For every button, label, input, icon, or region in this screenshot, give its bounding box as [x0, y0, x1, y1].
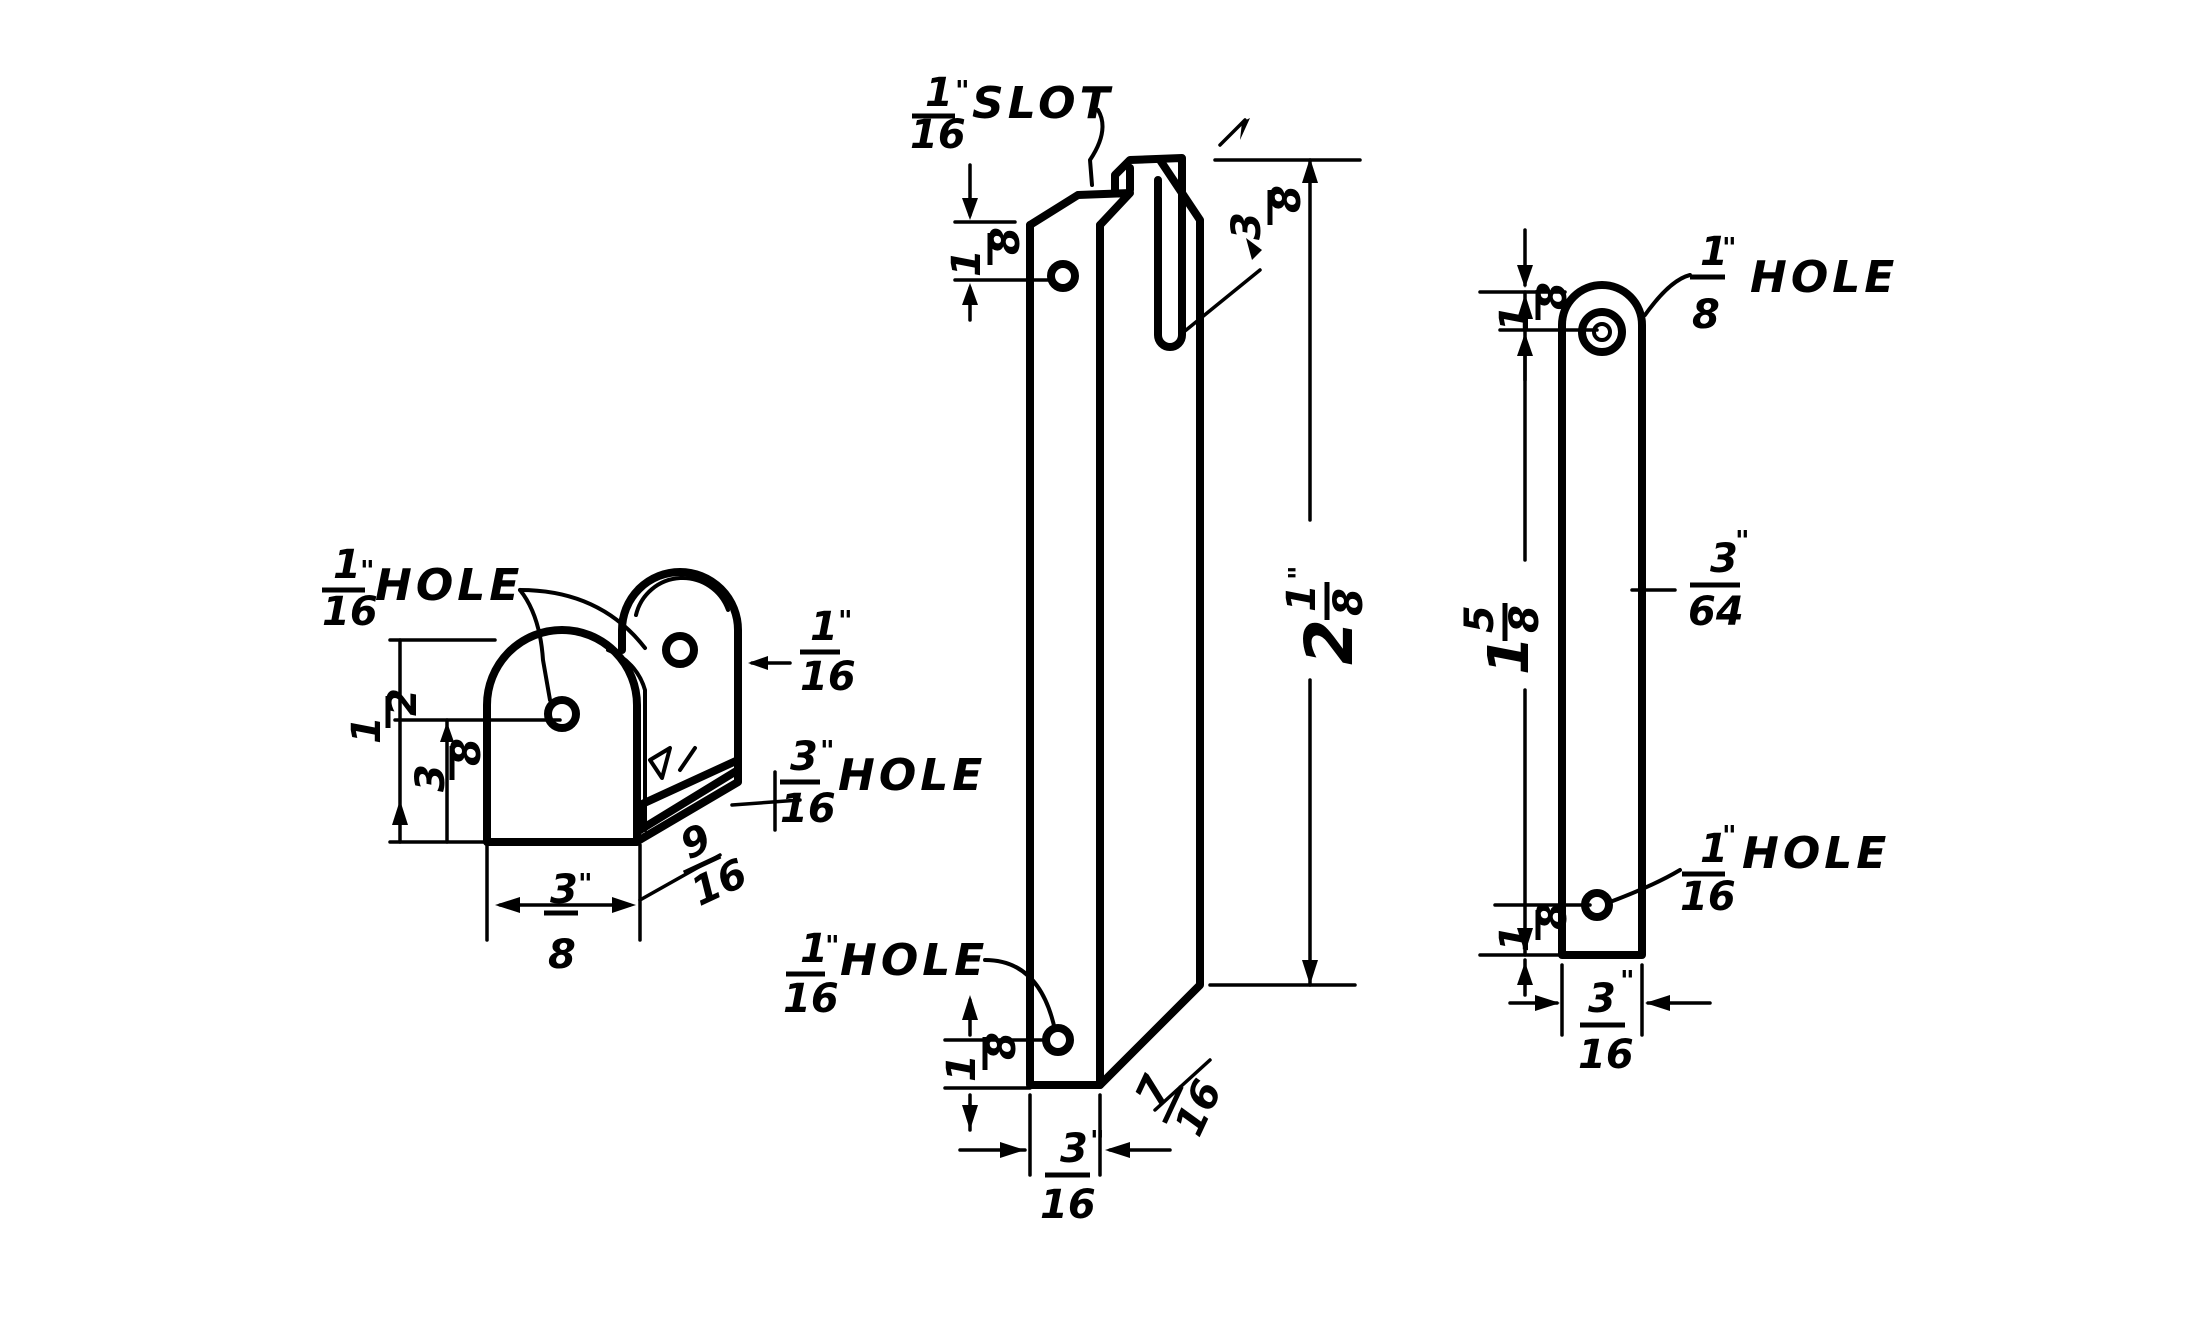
svg-text:": " — [578, 867, 593, 900]
svg-text:3: 3 — [1588, 976, 1616, 1022]
svg-text:1: 1 — [800, 926, 828, 972]
svg-text:16: 16 — [783, 976, 839, 1022]
label-bar-depth-7-16: 7 16 — [1127, 1069, 1231, 1143]
svg-text:16: 16 — [780, 786, 836, 832]
svg-text:": " — [955, 74, 970, 107]
label-link-thickness-3-64: 3 64 " — [1688, 524, 1750, 635]
svg-text:16: 16 — [1680, 874, 1736, 920]
svg-text:16: 16 — [1578, 1032, 1634, 1078]
svg-text:1: 1 — [810, 604, 838, 650]
svg-text:16: 16 — [1166, 1073, 1231, 1143]
svg-text:": " — [820, 734, 835, 767]
svg-text:1: 1 — [944, 249, 990, 277]
svg-text:16: 16 — [910, 112, 966, 158]
svg-text:2: 2 — [380, 688, 426, 716]
svg-text:HOLE: HOLE — [1742, 828, 1890, 879]
label-bracket-height-3-8: 3 8 — [408, 738, 490, 792]
svg-text:5: 5 — [1457, 605, 1503, 633]
svg-text:": " — [838, 604, 853, 637]
svg-text:HOLE: HOLE — [1750, 252, 1898, 303]
bracket-front-hole — [544, 696, 580, 732]
svg-text:2: 2 — [1291, 619, 1368, 665]
svg-text:1: 1 — [1279, 584, 1325, 612]
bracket-rear-ear — [618, 568, 742, 834]
svg-text:1: 1 — [1700, 826, 1728, 872]
label-link-bottom-1-8: 1 8 — [1492, 902, 1576, 952]
label-slot-1-16: 1 16 " SLOT — [910, 70, 1114, 158]
svg-text:1: 1 — [1492, 304, 1538, 332]
link-bar — [1478, 228, 1712, 1037]
svg-text:": " — [1282, 565, 1315, 580]
svg-text:1: 1 — [333, 542, 361, 588]
slotted-bar-bottom-hole — [1042, 1024, 1074, 1056]
label-link-top-1-8: 1 8 — [1492, 282, 1576, 332]
label-link-hole-1-16: 1 16 " HOLE — [1680, 819, 1890, 920]
label-bracket-width-3-8: 3 8 " — [544, 867, 593, 978]
svg-text:HOLE: HOLE — [840, 935, 988, 986]
label-bracket-depth-9-16: 9 16 — [674, 815, 755, 915]
bracket-front-ear — [483, 626, 641, 846]
label-bracket-hole-1-16: 1 16 " HOLE — [322, 542, 523, 635]
label-bar-hole-1-16: 1 16 " HOLE — [783, 926, 988, 1022]
svg-text:SLOT: SLOT — [972, 78, 1114, 129]
svg-text:1: 1 — [1492, 924, 1538, 952]
label-link-length-1-5-8: 1 5 8 — [1457, 603, 1548, 675]
link-bar-top-hole — [1578, 308, 1626, 356]
svg-text:": " — [825, 929, 840, 962]
label-bracket-side-1-16: 1 16 " — [800, 604, 856, 700]
svg-text:16: 16 — [322, 589, 378, 635]
svg-text:3: 3 — [550, 867, 578, 913]
label-bar-width-3-16: 3 16 " — [1040, 1124, 1105, 1228]
svg-text:8: 8 — [548, 932, 576, 978]
svg-text:8: 8 — [1326, 588, 1372, 616]
label-bar-slot-3-8: 3 8 — [1224, 185, 1310, 240]
bracket-rear-hole — [662, 632, 698, 668]
label-bracket-height-1-2: 1 2 — [344, 688, 426, 744]
svg-text:": " — [1090, 1124, 1105, 1157]
svg-text:3: 3 — [1060, 1126, 1088, 1172]
svg-text:": " — [1722, 819, 1737, 852]
svg-text:": " — [1735, 524, 1750, 557]
svg-text:1: 1 — [925, 70, 953, 116]
svg-text:3: 3 — [1710, 536, 1738, 582]
svg-text:3: 3 — [1224, 212, 1270, 240]
u-bracket — [388, 568, 802, 942]
slotted-bar — [943, 108, 1362, 1177]
svg-text:8: 8 — [983, 227, 1029, 255]
svg-text:HOLE: HOLE — [838, 750, 986, 801]
label-bar-bottom-1-8: 1 8 — [939, 1032, 1025, 1082]
label-link-hole-1-8: 1 8 " HOLE — [1690, 229, 1898, 338]
svg-text:8: 8 — [1264, 185, 1310, 213]
svg-text:": " — [1722, 231, 1737, 264]
svg-text:8: 8 — [1502, 605, 1548, 633]
label-bar-height-2-1-8: 2 1 8 " — [1279, 565, 1372, 665]
label-bar-top-1-8: 1 8 — [944, 227, 1029, 277]
svg-text:16: 16 — [800, 654, 856, 700]
svg-text:8: 8 — [979, 1032, 1025, 1060]
link-bar-outline — [1558, 281, 1646, 959]
svg-text:1: 1 — [344, 716, 390, 744]
svg-text:1: 1 — [1700, 229, 1728, 275]
svg-text:1: 1 — [939, 1054, 985, 1082]
svg-text:8: 8 — [1530, 282, 1576, 310]
svg-text:8: 8 — [1530, 902, 1576, 930]
svg-text:": " — [1620, 964, 1635, 997]
svg-text:8: 8 — [1692, 292, 1720, 338]
slotted-bar-top-hole — [1047, 260, 1079, 292]
svg-text:64: 64 — [1688, 589, 1744, 635]
svg-text:3: 3 — [408, 764, 454, 792]
svg-text:8: 8 — [444, 738, 490, 766]
svg-text:HOLE: HOLE — [375, 560, 523, 611]
svg-text:3: 3 — [790, 734, 818, 780]
svg-text:16: 16 — [1040, 1182, 1096, 1228]
svg-text:1: 1 — [1477, 636, 1542, 675]
svg-text:": " — [360, 554, 375, 587]
label-bracket-hole-3-16: 3 16 " HOLE — [780, 734, 986, 832]
label-link-width-3-16: 3 16 " — [1578, 964, 1635, 1078]
slotted-bar-front — [1026, 221, 1104, 1089]
